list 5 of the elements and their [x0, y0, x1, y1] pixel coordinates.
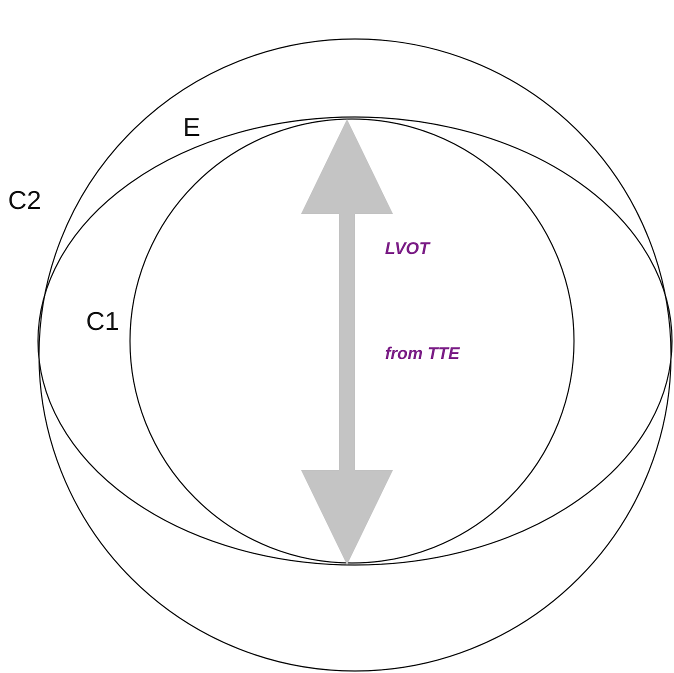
curve-label: C1 [86, 308, 120, 334]
curve-label: E [183, 114, 200, 140]
measurement-label: LVOT [385, 240, 430, 257]
measurement-label: from TTE [385, 345, 460, 362]
curve-label: C2 [8, 187, 42, 213]
